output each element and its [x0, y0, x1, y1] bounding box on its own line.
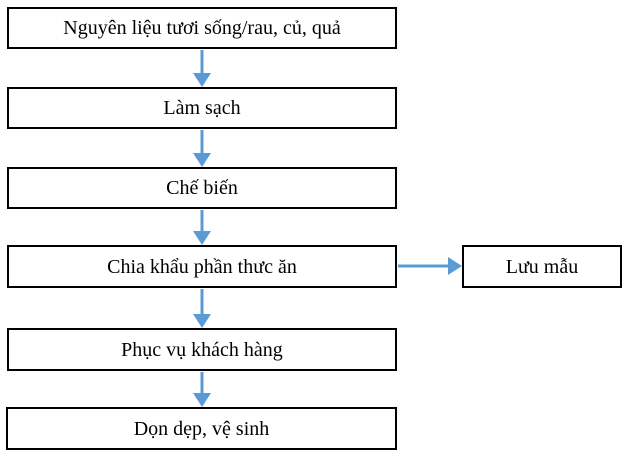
flow-node-serving: Phục vụ khách hàng	[7, 328, 397, 371]
arrow-down-processing-to-portioning	[193, 210, 211, 245]
arrowhead-down-icon	[193, 231, 211, 245]
arrow-shaft	[200, 372, 204, 394]
arrow-down-materials-to-cleaning	[193, 50, 211, 87]
flow-node-cleanup: Dọn dẹp, vệ sinh	[6, 407, 397, 450]
arrow-shaft	[200, 50, 204, 74]
flow-node-sample-label: Lưu mẫu	[505, 255, 579, 278]
flow-node-cleanup-label: Dọn dẹp, vệ sinh	[133, 417, 270, 440]
arrowhead-down-icon	[193, 314, 211, 328]
arrow-shaft	[398, 264, 449, 268]
flow-node-cleaning: Làm sạch	[7, 87, 397, 129]
flow-node-processing-label: Chế biến	[166, 177, 238, 199]
flow-node-serving-label: Phục vụ khách hàng	[121, 338, 283, 361]
arrowhead-down-icon	[193, 393, 211, 407]
arrow-right-portioning-to-sample	[398, 257, 462, 275]
flow-node-portioning: Chia khẩu phần thưc ăn	[7, 245, 397, 288]
arrow-shaft	[200, 289, 204, 315]
flow-node-sample: Lưu mẫu	[462, 245, 622, 288]
flow-node-materials-label: Nguyên liệu tươi sống/rau, củ, quả	[63, 17, 341, 39]
arrow-down-cleaning-to-processing	[193, 130, 211, 167]
flow-node-cleaning-label: Làm sạch	[163, 97, 241, 119]
arrowhead-right-icon	[448, 257, 462, 275]
arrow-down-serving-to-cleanup	[193, 372, 211, 407]
arrow-shaft	[200, 130, 204, 154]
arrow-down-portioning-to-serving	[193, 289, 211, 328]
flow-node-materials: Nguyên liệu tươi sống/rau, củ, quả	[7, 7, 397, 49]
arrow-shaft	[200, 210, 204, 232]
arrowhead-down-icon	[193, 153, 211, 167]
flow-node-portioning-label: Chia khẩu phần thưc ăn	[107, 255, 297, 278]
flow-node-processing: Chế biến	[7, 167, 397, 209]
arrowhead-down-icon	[193, 73, 211, 87]
